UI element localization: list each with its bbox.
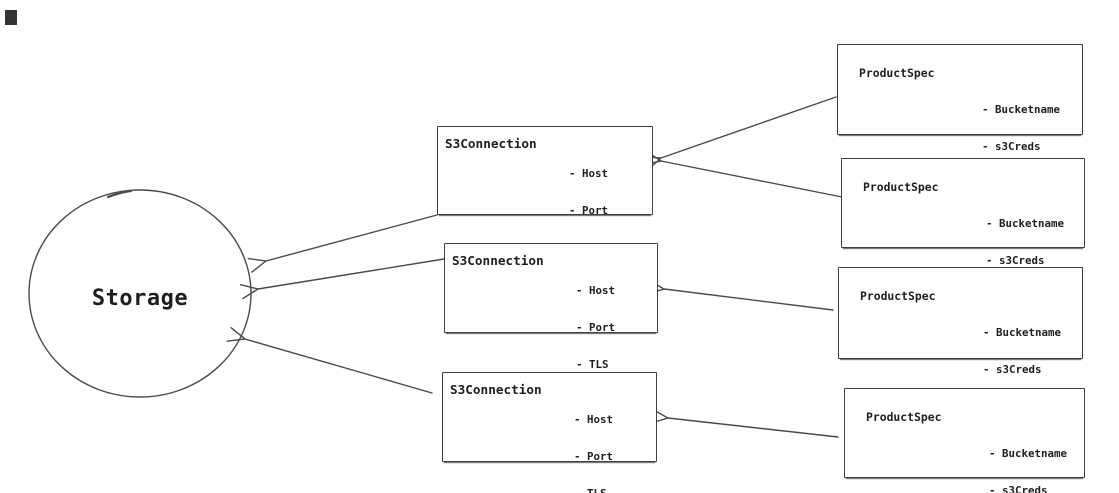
corner-artifact [5,10,17,25]
edge-productspec3-s3connection2[interactable] [646,279,834,311]
attribute-item: - s3Creds [989,484,1048,493]
node-productspec-3[interactable]: ProductSpec - Bucketname - s3Creds [838,267,1083,376]
storage-sketch-overlap [106,189,133,199]
node-label: ProductSpec [859,66,935,80]
attribute-item: - Host [576,283,616,297]
attribute-list: - Bucketname - s3Creds [986,193,1064,292]
edge-productspec1-s3connection1[interactable] [642,96,837,171]
attribute-item: - Bucketname [989,446,1068,460]
node-productspec-2[interactable]: ProductSpec - Bucketname - s3Creds [841,158,1085,267]
attribute-item: - Host [574,412,614,426]
attribute-item: - s3Creds [982,140,1041,154]
node-storage[interactable]: Storage [29,190,251,397]
node-productspec-1[interactable]: ProductSpec - Bucketname - s3Creds [837,44,1083,153]
attribute-item: - Bucketname [982,102,1061,116]
attribute-list: - Host - Port - TLS [574,389,613,493]
attribute-item: - s3Creds [986,254,1045,268]
node-productspec-4[interactable]: ProductSpec - Bucketname - s3Creds [844,388,1085,493]
attribute-item: - Port [576,321,616,335]
attribute-list: - Bucketname - s3Creds [989,423,1067,493]
edge-s3connection2-storage[interactable] [239,258,445,300]
edge-s3connection3-storage[interactable] [226,326,433,394]
node-label: ProductSpec [866,410,942,424]
node-s3connection-1[interactable]: S3Connection - Host - Port - TLS [437,126,653,254]
attribute-list: - Host - Port - TLS [576,260,615,396]
attribute-item: - Host [569,166,609,180]
node-label: ProductSpec [863,180,939,194]
attribute-item: - Port [569,204,609,218]
node-label: S3Connection [450,382,542,397]
edge-s3connection1-storage[interactable] [247,214,438,273]
edge-productspec2-s3connection1[interactable] [642,150,843,198]
node-s3connection-2[interactable]: S3Connection - Host - Port - TLS [444,243,658,371]
edge-productspec4-s3connection3[interactable] [650,408,839,438]
node-label: S3Connection [452,253,544,268]
attribute-item: - s3Creds [983,363,1042,377]
storage-label: Storage [91,286,189,311]
node-label: ProductSpec [860,289,936,303]
attribute-item: - TLS [574,487,613,493]
node-s3connection-3[interactable]: S3Connection - Host - Port - TLS [442,372,657,493]
node-label: S3Connection [445,136,537,151]
attribute-item: - Bucketname [986,216,1065,230]
attribute-item: - TLS [576,358,609,372]
attribute-item: - Bucketname [983,325,1062,339]
attribute-item: - Port [574,450,614,464]
attribute-list: - Bucketname - s3Creds [982,79,1060,178]
attribute-list: - Bucketname - s3Creds [983,302,1061,401]
